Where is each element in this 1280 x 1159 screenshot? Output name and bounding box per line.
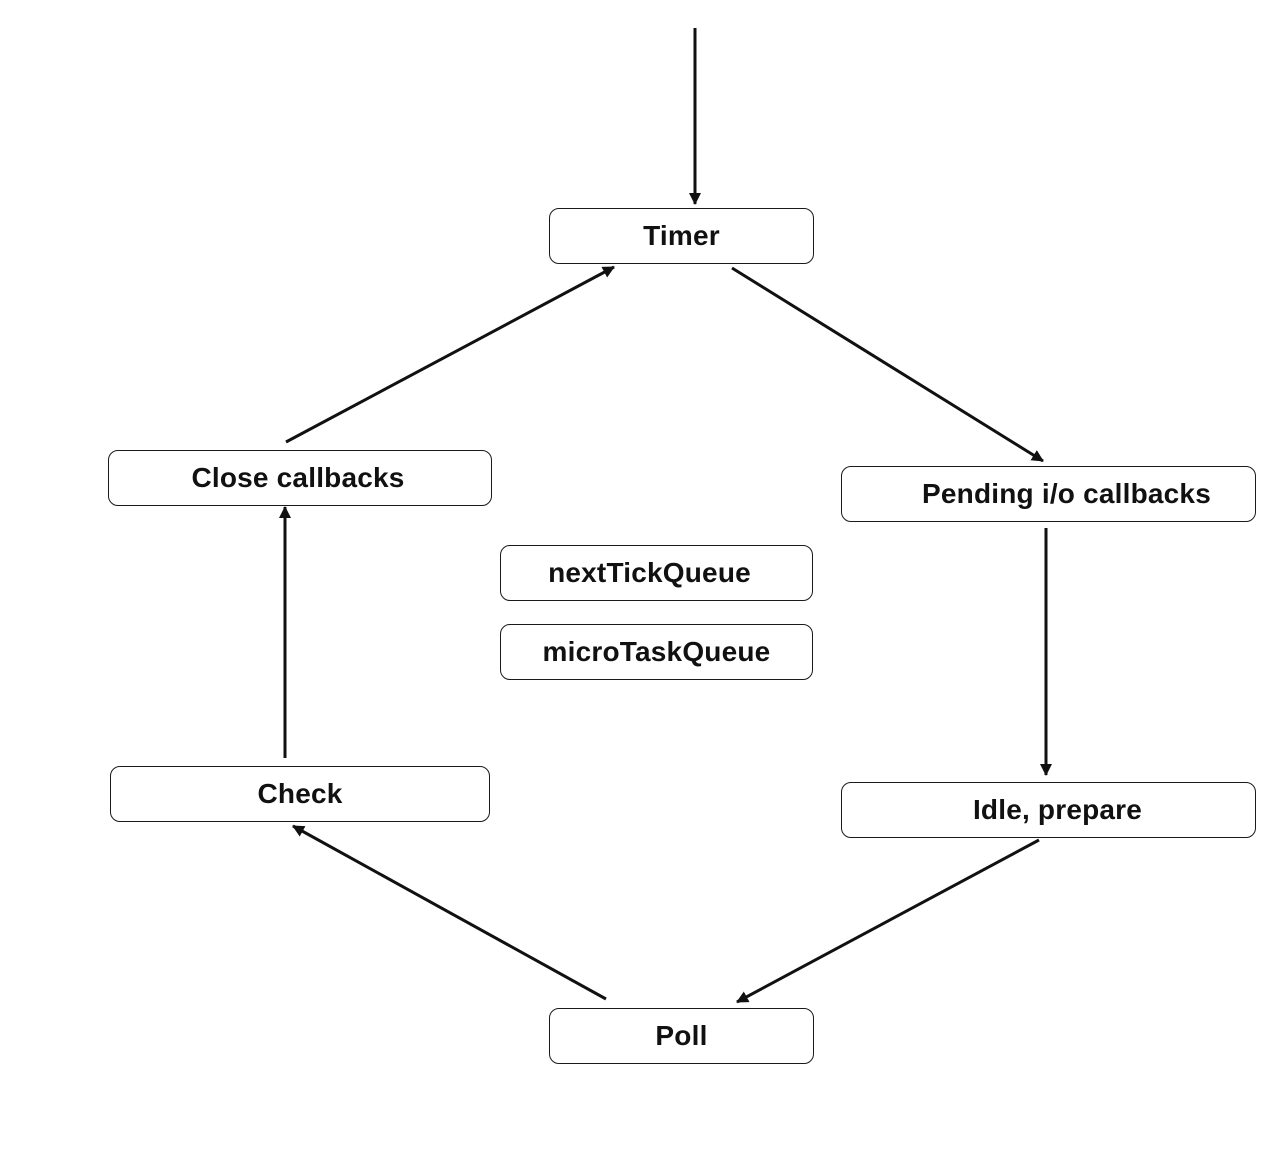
node-close-callbacks: Close callbacks (108, 450, 492, 506)
node-idle-prepare-label: Idle, prepare (972, 794, 1143, 825)
node-idle-prepare: Idle, prepare (841, 782, 1256, 838)
node-next-tick-queue: nextTickQueue (500, 545, 813, 601)
node-close-callbacks-label: Close callbacks (191, 462, 405, 493)
node-micro-task-queue: microTaskQueue (500, 624, 813, 680)
node-pending-io-callbacks-label: Pending i/o callbacks (922, 478, 1211, 509)
node-check-label: Check (257, 778, 343, 809)
arrow-close-to-timer (285, 265, 615, 444)
arrow-timer-to-pending (731, 266, 1044, 463)
node-poll-label: Poll (655, 1020, 708, 1051)
arrow-idle-to-poll (736, 838, 1040, 1004)
node-poll: Poll (549, 1008, 814, 1064)
node-check: Check (110, 766, 490, 822)
node-timer: Timer (549, 208, 814, 264)
arrow-poll-to-check (292, 824, 607, 1001)
node-micro-task-queue-label: microTaskQueue (542, 636, 771, 667)
node-timer-label: Timer (643, 220, 720, 251)
node-pending-io-callbacks: Pending i/o callbacks (841, 466, 1256, 522)
node-next-tick-queue-label: nextTickQueue (548, 557, 751, 588)
